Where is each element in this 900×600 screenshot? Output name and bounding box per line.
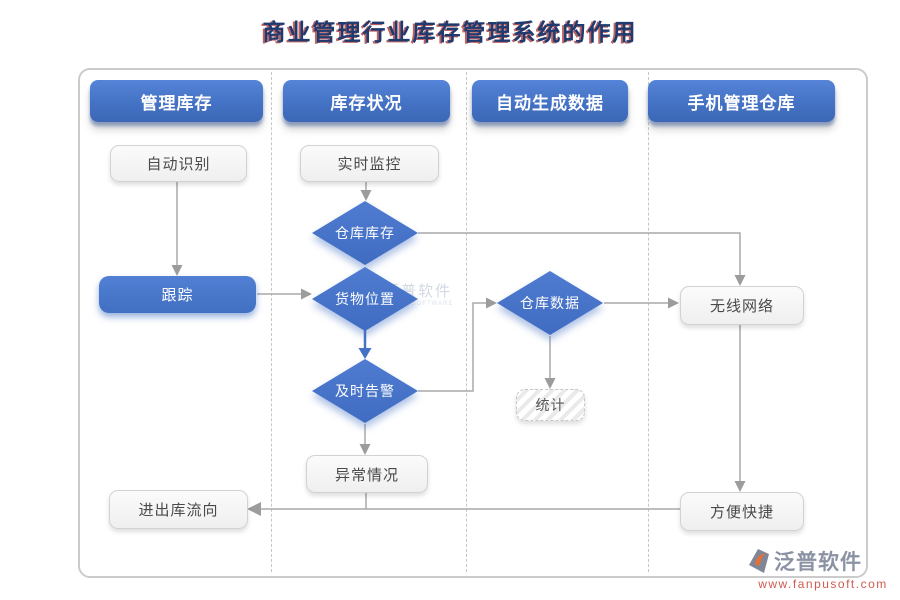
node-timely-alert: 及时告警 bbox=[312, 359, 418, 423]
node-realtime-monitor: 实时监控 bbox=[300, 145, 439, 182]
node-tracking: 跟踪 bbox=[99, 276, 256, 313]
lane-divider-3 bbox=[648, 72, 649, 572]
lane-header-inventory-status: 库存状况 bbox=[283, 80, 450, 122]
node-statistics: 统计 bbox=[516, 389, 585, 421]
lane-header-manage-inventory: 管理库存 bbox=[90, 80, 263, 122]
node-warehouse-data: 仓库数据 bbox=[497, 271, 603, 335]
node-warehouse-stock: 仓库库存 bbox=[312, 201, 418, 265]
node-goods-location: 货物位置 bbox=[312, 267, 418, 331]
lane-divider-1 bbox=[271, 72, 272, 572]
node-convenient: 方便快捷 bbox=[680, 492, 804, 531]
lane-header-auto-generate-data: 自动生成数据 bbox=[472, 80, 628, 122]
node-auto-identify: 自动识别 bbox=[110, 145, 247, 182]
node-warehouse-stock-label: 仓库库存 bbox=[312, 201, 418, 265]
page-title: 商业管理行业库存管理系统的作用 bbox=[262, 19, 638, 46]
node-timely-alert-label: 及时告警 bbox=[312, 359, 418, 423]
watermark-brand-text: 泛普软件 bbox=[774, 551, 862, 574]
watermark-center-subtext: FANPU SOFTWARE bbox=[384, 300, 454, 307]
watermark-corner: 泛普软件 www.fanpusoft.com bbox=[748, 546, 898, 591]
watermark-url-text: www.fanpusoft.com bbox=[758, 577, 888, 591]
node-warehouse-data-label: 仓库数据 bbox=[497, 271, 603, 335]
fanpu-logo-icon bbox=[749, 549, 769, 573]
node-goods-location-label: 货物位置 bbox=[312, 267, 418, 331]
node-wireless-network: 无线网络 bbox=[680, 286, 804, 325]
lane-header-mobile-warehouse: 手机管理仓库 bbox=[648, 80, 835, 122]
node-in-out-flow: 进出库流向 bbox=[109, 490, 248, 529]
lane-divider-2 bbox=[466, 72, 467, 572]
node-abnormal-situation: 异常情况 bbox=[306, 455, 428, 493]
